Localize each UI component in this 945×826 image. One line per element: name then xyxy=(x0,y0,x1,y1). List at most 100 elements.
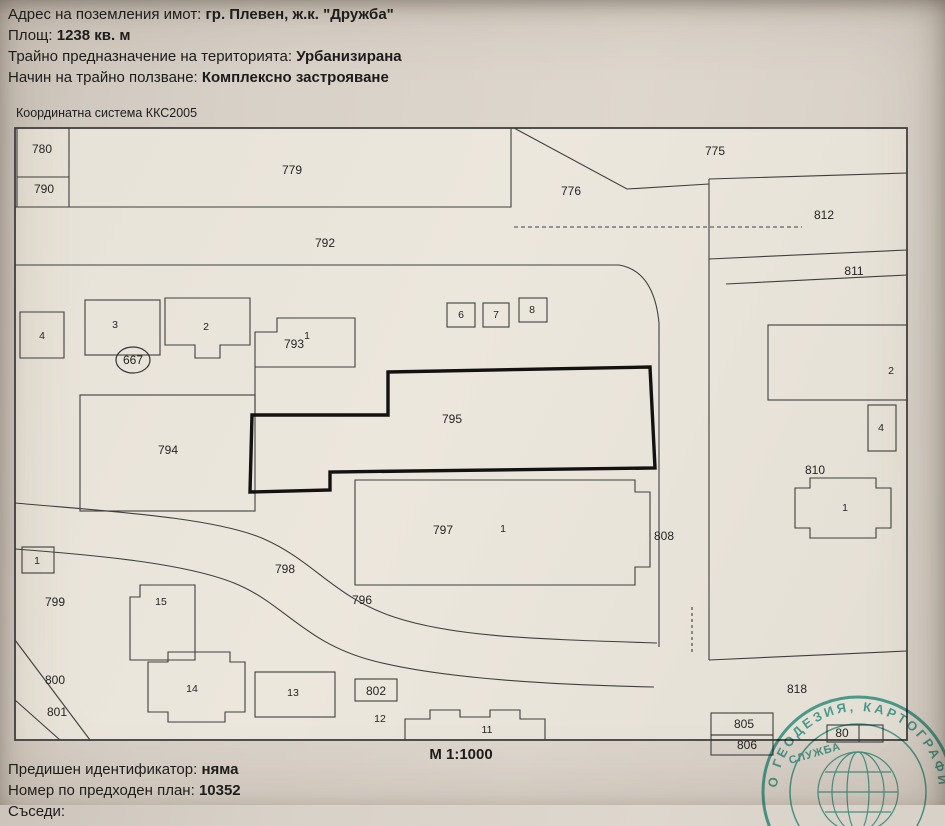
usage-value: Комплексно застрояване xyxy=(201,69,389,86)
parcel-779-outline xyxy=(15,128,512,208)
stamp-outer-ring xyxy=(761,695,945,826)
previous-plan-number: Номер по предходен план: 10352 xyxy=(8,780,241,801)
parcel-label-1: 1 xyxy=(500,523,506,535)
parcel-label-14: 14 xyxy=(186,683,198,695)
building-4-right xyxy=(867,404,897,452)
parcel-label-776: 776 xyxy=(561,184,581,198)
parcel-label-2: 2 xyxy=(203,321,209,333)
parcel-label-13: 13 xyxy=(287,687,299,699)
permanent-usage: Начин на трайно ползване: Комплексно зас… xyxy=(8,67,402,88)
parcel-label-6: 6 xyxy=(458,309,464,321)
building-14 xyxy=(147,651,246,723)
parcel-806-box xyxy=(710,734,774,756)
building-1-right xyxy=(794,477,892,539)
clipped-footer-line: Съседи: xyxy=(8,803,66,820)
prev-id-value: няма xyxy=(201,761,239,778)
parcel-label-812: 812 xyxy=(814,208,834,222)
road-796-lower-curve xyxy=(14,548,655,688)
map-frame xyxy=(14,127,908,741)
parcel-label-801: 801 xyxy=(47,705,67,719)
prev-id-label: Предишен идентификатор: xyxy=(8,761,198,778)
parcel-label-1: 1 xyxy=(842,502,848,514)
usage-label: Начин на трайно ползване: xyxy=(8,69,198,86)
building-row-bottom xyxy=(404,709,546,740)
stamp-inner-ring xyxy=(789,723,927,826)
svg-text:ПО ГЕОДЕЗИЯ, КАРТОГРАФИЯ: ПО ГЕОДЕЗИЯ, КАРТОГРАФИЯ xyxy=(690,666,945,788)
road-798-upper-curve xyxy=(14,502,658,644)
parcel-label-818: 818 xyxy=(787,682,807,696)
parcel-label-800: 800 xyxy=(45,673,65,687)
subject-parcel-795-outline xyxy=(248,365,657,494)
prev-plan-value: 10352 xyxy=(198,782,241,799)
purpose-label: Трайно предназначение на територията: xyxy=(8,48,293,65)
parcel-794-outline xyxy=(79,394,256,512)
parcel-818-boundary xyxy=(708,650,908,661)
address-value: гр. Плевен, ж.к. "Дружба" xyxy=(205,6,394,23)
parcel-802-box xyxy=(354,678,398,702)
property-area: Площ: 1238 кв. м xyxy=(8,25,402,46)
stamp-arc-text: ПО ГЕОДЕЗИЯ, КАРТОГРАФИЯ xyxy=(690,666,945,788)
parcel-label-780: 780 xyxy=(32,142,52,156)
parcel-label-667: 667 xyxy=(123,353,143,367)
parcel-label-793: 793 xyxy=(284,337,304,351)
prev-plan-label: Номер по предходен план: xyxy=(8,782,195,799)
building-2 xyxy=(164,297,251,359)
parcel-label-779: 779 xyxy=(282,163,302,177)
parcel-775-boundary xyxy=(708,172,908,180)
building-3 xyxy=(84,299,161,356)
building-6 xyxy=(446,302,476,328)
parcel-label-3: 3 xyxy=(112,319,118,331)
parcel-label-1: 1 xyxy=(304,330,310,342)
coordinate-system-label: Координатна система ККС2005 xyxy=(16,106,198,120)
building-2-right xyxy=(767,324,908,401)
parcel-label-808: 808 xyxy=(654,529,674,543)
parcels-800-801-diagonals xyxy=(14,639,91,741)
document-footer: Предишен идентификатор: няма Номер по пр… xyxy=(8,759,241,822)
parcel-label-798: 798 xyxy=(275,562,295,576)
property-address: Адрес на поземления имот: гр. Плевен, ж.… xyxy=(8,4,402,25)
parcel-label-810: 810 xyxy=(805,463,825,477)
map-scale: М 1:1000 xyxy=(429,746,493,763)
parcel-circle-667 xyxy=(115,346,151,374)
parcel-label-15: 15 xyxy=(155,596,167,608)
building-13 xyxy=(254,671,336,718)
address-label: Адрес на поземления имот: xyxy=(8,6,202,23)
building-793 xyxy=(254,317,356,368)
property-info: Адрес на поземления имот: гр. Плевен, ж.… xyxy=(8,4,402,88)
parcel-label-4: 4 xyxy=(39,330,45,342)
map-linework xyxy=(14,127,908,756)
parcel-label-7: 7 xyxy=(493,309,499,321)
area-value: 1238 кв. м xyxy=(56,27,131,44)
parcel-label-802: 802 xyxy=(366,684,386,698)
building-7 xyxy=(482,302,510,328)
parcel-label-4: 4 xyxy=(878,422,884,434)
building-8 xyxy=(518,297,548,323)
parcel-776-diagonal xyxy=(513,127,710,190)
parcel-label-792: 792 xyxy=(315,236,335,250)
parcel-label-775: 775 xyxy=(705,144,725,158)
parcel-804-box xyxy=(826,724,884,743)
parcel-label-795: 795 xyxy=(442,412,462,426)
parcel-label-806: 806 xyxy=(737,738,757,752)
building-4-left xyxy=(19,311,65,359)
parcel-label-80: 80 xyxy=(835,726,849,740)
globe-icon xyxy=(817,751,899,826)
parcel-label-790: 790 xyxy=(34,182,54,196)
parcel-1-box xyxy=(21,546,55,574)
territory-purpose: Трайно предназначение на територията: Ур… xyxy=(8,46,402,67)
parcel-811-strip xyxy=(708,249,908,285)
map-paper xyxy=(14,127,908,741)
parcel-label-2: 2 xyxy=(888,365,894,377)
previous-identifier: Предишен идентификатор: няма xyxy=(8,759,241,780)
parcel-label-799: 799 xyxy=(45,595,65,609)
official-stamp: ПО ГЕОДЕЗИЯ, КАРТОГРАФИЯ СЛУЖБА xyxy=(690,666,945,826)
parcel-label-12: 12 xyxy=(374,713,386,725)
road-792-edge xyxy=(15,264,660,647)
parcel-label-11: 11 xyxy=(482,724,493,736)
parcel-label-805: 805 xyxy=(734,717,754,731)
purpose-value: Урбанизирана xyxy=(296,48,402,65)
parcel-label-796: 796 xyxy=(352,593,372,607)
